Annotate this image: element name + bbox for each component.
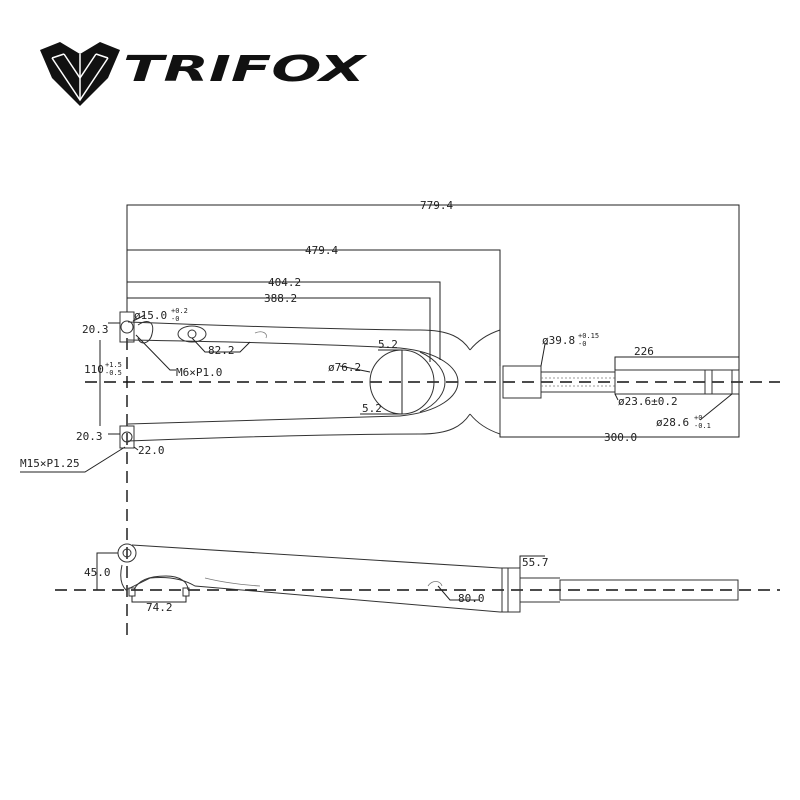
dim-overall-axle-to-crown: 404.2: [268, 276, 301, 289]
fork-side-view: [117, 543, 739, 613]
dim-steerer-top-diameter: ø28.6: [656, 416, 689, 429]
dim-crown-race-tol-upper: +0.15: [578, 332, 599, 340]
dim-hub-spacing: 110: [84, 363, 104, 376]
dim-offset: 45.0: [84, 566, 111, 579]
dim-disc-mount-offset: 82.2: [208, 344, 235, 357]
dim-steerer-length: 300.0: [604, 431, 637, 444]
dim-dropout-hole-tol-lower: -0: [171, 315, 179, 323]
dim-total-length: 779.4: [420, 199, 453, 212]
dimension-labels-front: 779.4 479.4 404.2 388.2 ø15.0 +0.2 -0 20…: [20, 199, 711, 470]
dim-dropout-hole-tol-upper: +0.2: [171, 307, 188, 315]
dimension-lines-side: [96, 552, 545, 603]
dim-hub-spacing-tol-lower: -0.5: [105, 369, 122, 377]
dim-tire-gap-top: 5.2: [378, 338, 398, 351]
dim-dropout-hole: ø15.0: [134, 309, 167, 322]
dim-dropout-width-bottom: 20.3: [76, 430, 103, 443]
dim-dropout-thickness: 22.0: [138, 444, 165, 457]
dim-dropout-width-top: 20.3: [82, 323, 109, 336]
dim-tire-clearance: ø76.2: [328, 361, 361, 374]
dim-steerer-top-tol-upper: +0: [694, 414, 702, 422]
fox-head-icon: [40, 42, 120, 106]
dim-steerer-diameter: ø23.6±0.2: [618, 395, 678, 408]
brand-name: TRIFOX: [123, 49, 369, 90]
dim-hub-spacing-tol-upper: +1.5: [105, 361, 122, 369]
dim-side-view: 80.0: [458, 592, 485, 605]
brand-logo: TRIFOX: [40, 42, 369, 106]
dim-axle-to-crown: 388.2: [264, 292, 297, 305]
dim-disc-mount-bolt: M6×P1.0: [176, 366, 222, 379]
dim-steerer-taper-length: 226: [634, 345, 654, 358]
dim-crown-height: 55.7: [522, 556, 549, 569]
dimension-lines-front: [20, 204, 740, 473]
dim-tire-gap-bottom: 5.2: [362, 402, 382, 415]
center-lines: [55, 338, 780, 640]
dimension-labels-side: 45.0 74.2 80.0 55.7: [84, 556, 549, 614]
dim-crown-to-steerer-top: 479.4: [305, 244, 338, 257]
dim-crown-race-tol-lower: -0: [578, 340, 586, 348]
dim-thru-axle-thread: M15×P1.25: [20, 457, 80, 470]
dim-crown-race: ø39.8: [542, 334, 575, 347]
dim-steerer-top-tol-lower: -0.1: [694, 422, 711, 430]
dim-caliper-mount-spacing: 74.2: [146, 601, 173, 614]
